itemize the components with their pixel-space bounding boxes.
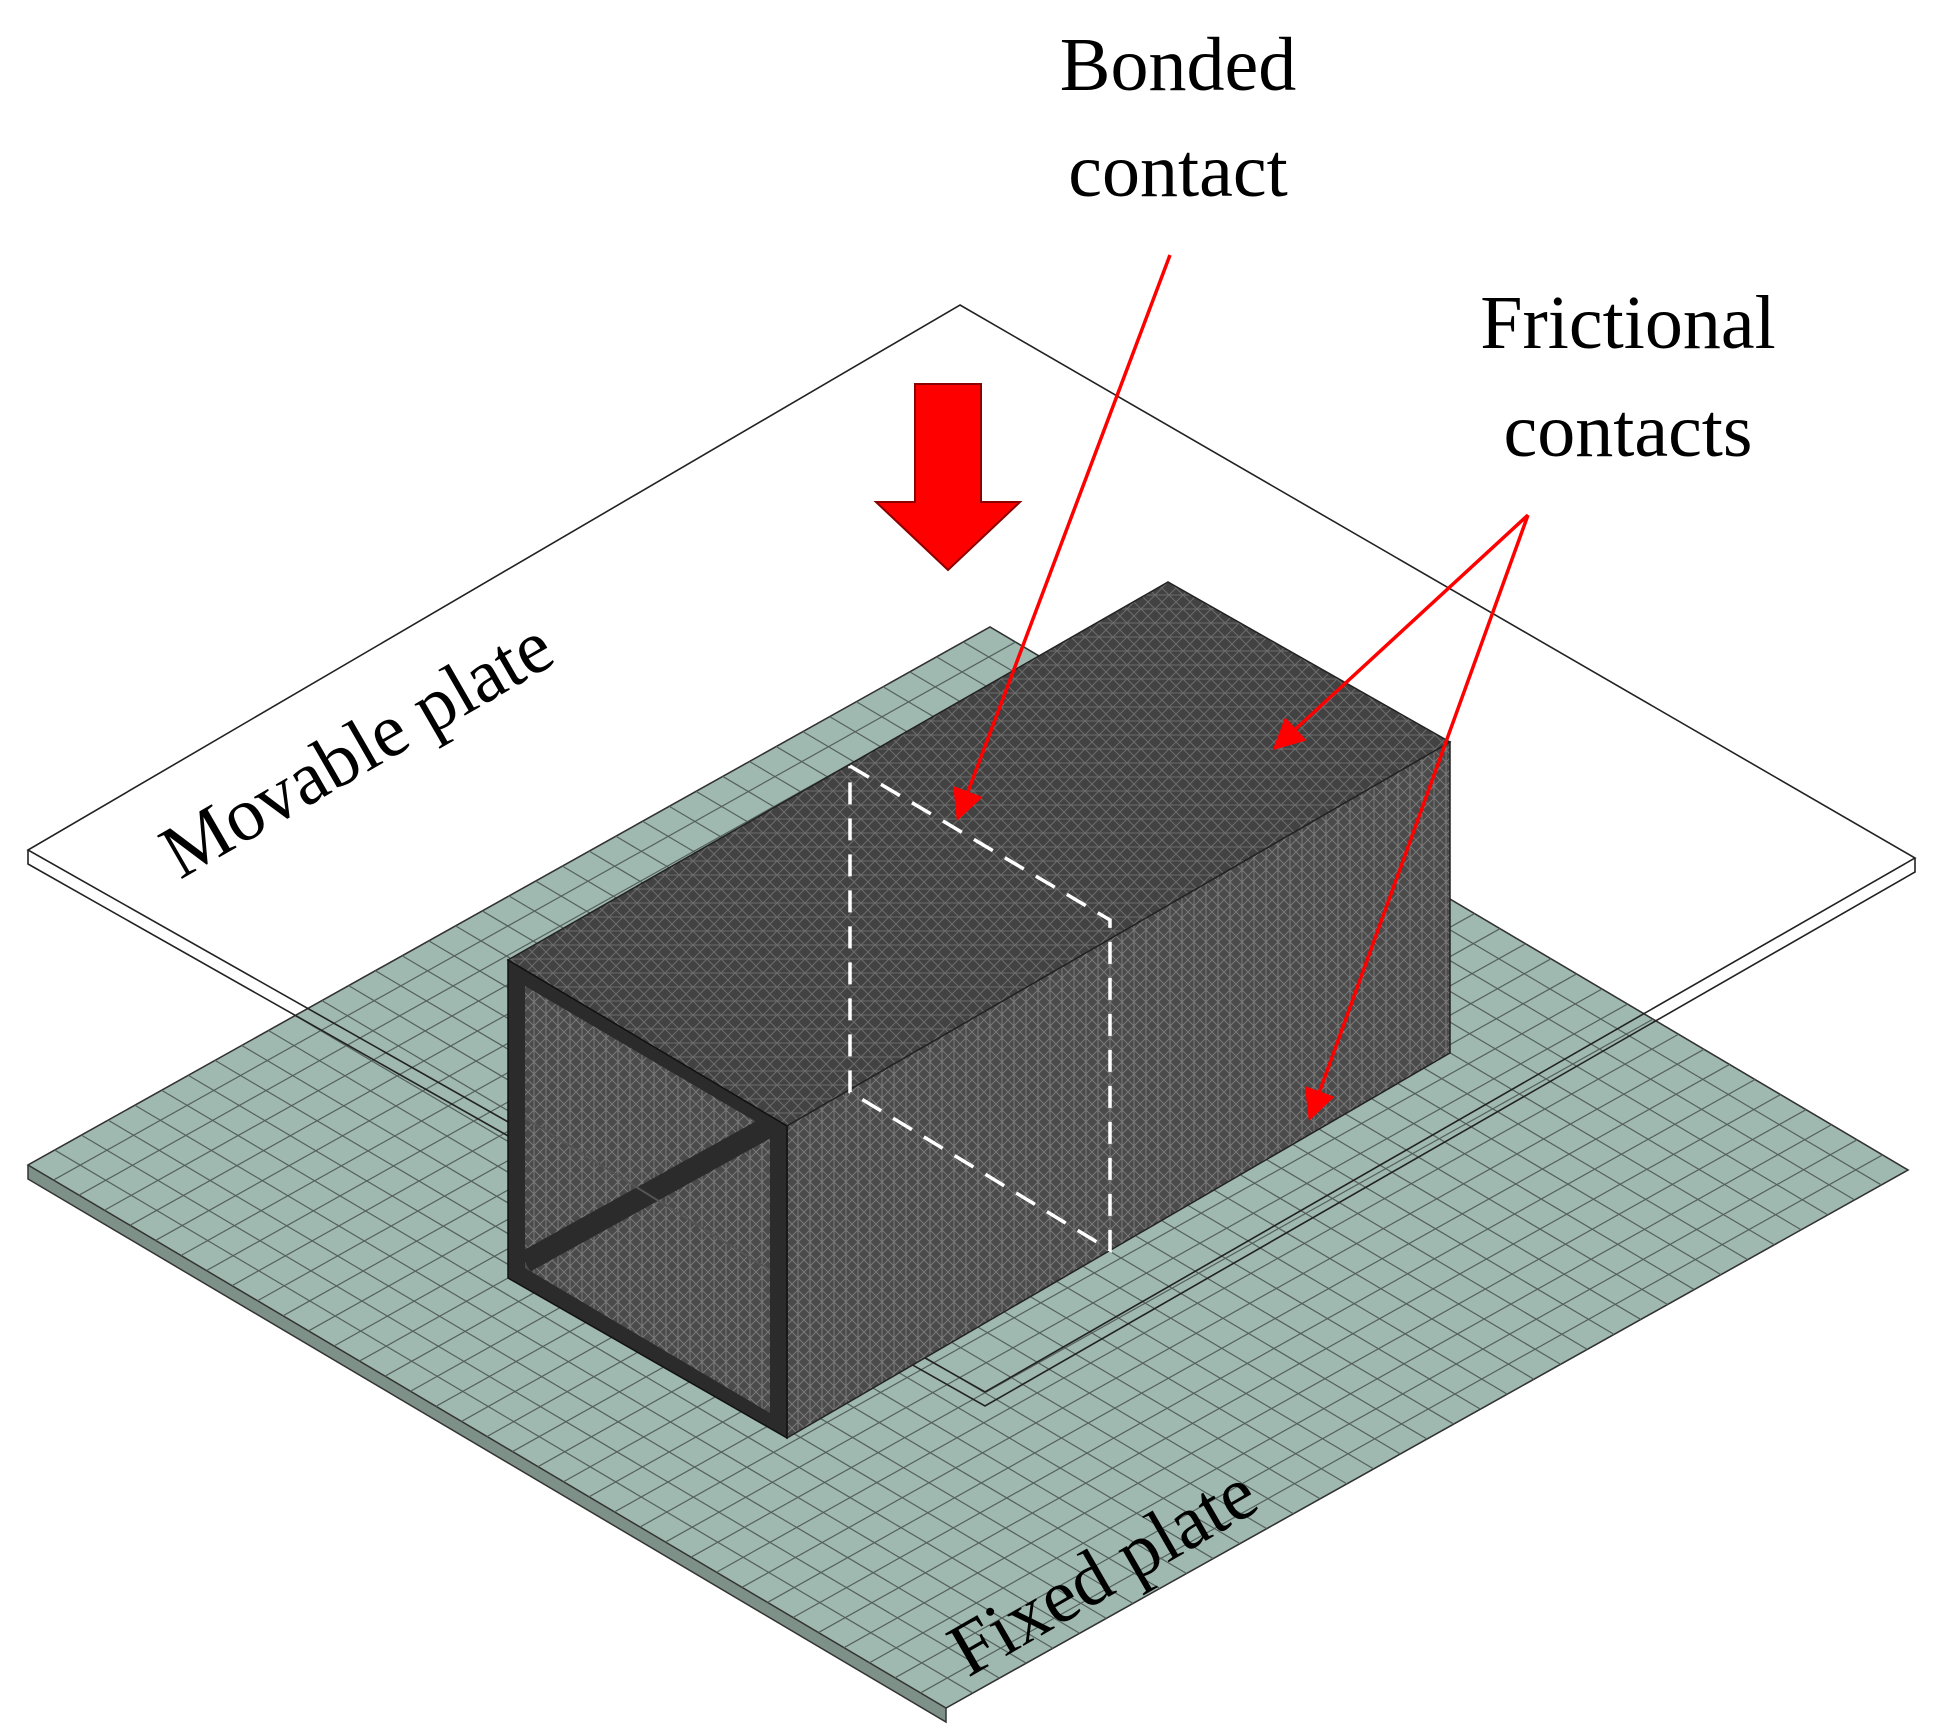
grid-line (161, 1089, 1080, 1634)
leader-lines (953, 254, 1530, 1121)
frictional-contacts-label-line2: contacts (1503, 389, 1752, 473)
bonded-section-outline (848, 764, 1112, 1254)
frictional-leader-bottom (1304, 514, 1530, 1121)
frictional-contacts-label-line1: Frictional (1480, 281, 1776, 365)
grid-line (843, 1109, 1807, 1649)
down-arrow-icon (873, 383, 1023, 572)
grid-line (54, 1149, 974, 1694)
grid-line (107, 1119, 1027, 1664)
grid-line (818, 1094, 1781, 1634)
tube-open-end (507, 958, 788, 1440)
square-tube (506, 581, 1452, 1440)
grid-line (869, 1124, 1832, 1664)
bonded-contact-label-line2: contact (1068, 129, 1287, 213)
movable-plate-outline (26, 304, 1917, 1393)
movable-plate (26, 304, 1917, 1407)
grid-line (134, 1104, 1054, 1649)
bonded-contact-label-line1: Bonded (1060, 23, 1296, 107)
grid-line (894, 1139, 1858, 1679)
grid-line (920, 1154, 1883, 1694)
grid-line (81, 1134, 1000, 1679)
bonded-leader (953, 254, 1172, 821)
frictional-leader-top (1272, 513, 1530, 751)
movable-plate-label: Movable plate (147, 604, 567, 895)
movable-plate-thickness (27, 850, 1916, 1407)
